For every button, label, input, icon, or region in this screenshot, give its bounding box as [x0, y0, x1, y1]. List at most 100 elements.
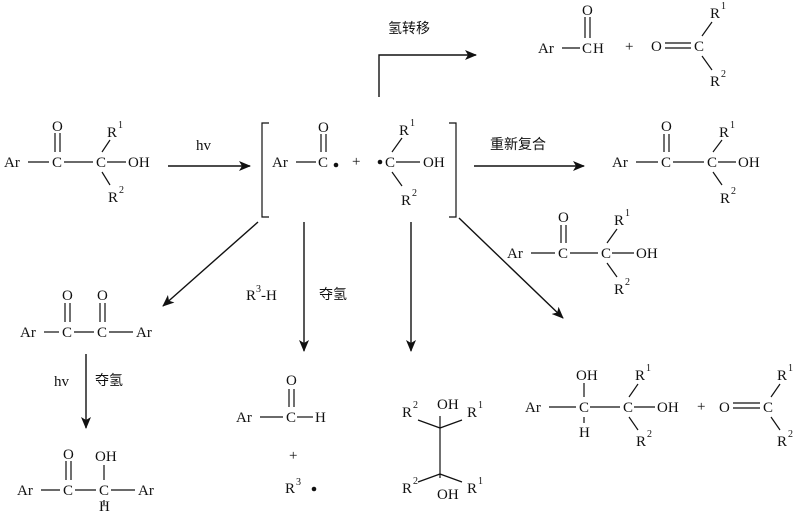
r3-radical: R 3 — [285, 477, 317, 497]
svg-text:R: R — [636, 434, 646, 450]
svg-text:C: C — [99, 483, 109, 499]
svg-text:2: 2 — [721, 69, 726, 80]
svg-text:R: R — [614, 282, 624, 298]
pinacol-product: R 2 OH R 1 R 2 OH R 1 — [402, 397, 483, 503]
svg-text:R: R — [720, 191, 730, 207]
svg-text:R: R — [402, 481, 412, 497]
svg-text:Ar: Ar — [507, 246, 523, 262]
h-abstraction-label: 夺氢 — [319, 287, 347, 303]
svg-text:2: 2 — [625, 277, 630, 288]
addition-arrow — [458, 217, 564, 319]
svg-text:C: C — [623, 400, 633, 416]
svg-text:O: O — [62, 288, 73, 304]
svg-text:1: 1 — [118, 120, 123, 131]
svg-text:C: C — [62, 325, 72, 341]
aldehyde-product-top: Ar C H O — [538, 3, 604, 57]
svg-text:R: R — [467, 481, 477, 497]
radical-dot — [377, 159, 383, 165]
hv-label-2: hv — [54, 374, 70, 390]
svg-text:OH: OH — [437, 487, 459, 503]
ketone-product-bottom: O C R 1 R 2 — [719, 363, 793, 450]
recombination-label: 重新复合 — [490, 136, 546, 153]
svg-text:1: 1 — [478, 476, 483, 487]
svg-text:R: R — [285, 481, 295, 497]
svg-text:Ar: Ar — [4, 155, 20, 171]
svg-text:Ar: Ar — [525, 400, 541, 416]
svg-text:R: R — [777, 368, 787, 384]
svg-text:1: 1 — [478, 400, 483, 411]
svg-text:Ar: Ar — [236, 410, 252, 426]
svg-text:O: O — [582, 3, 593, 19]
svg-text:C: C — [96, 155, 106, 171]
svg-text:R: R — [777, 434, 787, 450]
svg-text:1: 1 — [730, 120, 735, 131]
svg-text:C: C — [661, 155, 671, 171]
svg-text:OH: OH — [128, 155, 150, 171]
svg-text:1: 1 — [721, 1, 726, 12]
right-bracket — [449, 122, 457, 218]
hv-label: hv — [196, 138, 212, 154]
svg-text:Ar: Ar — [272, 155, 288, 171]
radical-dot — [333, 162, 339, 168]
svg-text:OH: OH — [423, 155, 445, 171]
svg-text:H: H — [593, 41, 604, 57]
svg-text:O: O — [286, 373, 297, 389]
svg-text:OH: OH — [576, 368, 598, 384]
svg-text:R: R — [614, 213, 624, 229]
svg-text:C: C — [582, 41, 592, 57]
r3h-label: R3-H — [246, 284, 277, 304]
svg-text:C: C — [558, 246, 568, 262]
plus-sign: + — [289, 448, 297, 464]
svg-text:C: C — [694, 39, 704, 55]
svg-text:C: C — [763, 400, 773, 416]
h-transfer-arrow — [378, 50, 477, 97]
svg-text:+: + — [352, 154, 360, 170]
svg-text:H: H — [99, 499, 110, 514]
svg-text:O: O — [719, 400, 730, 416]
svg-text:O: O — [558, 210, 569, 226]
diol-product: Ar C OH H C OH R 1 R 2 — [525, 363, 679, 450]
svg-text:1: 1 — [410, 118, 415, 129]
svg-text:1: 1 — [788, 363, 793, 374]
svg-text:O: O — [63, 447, 74, 463]
svg-text:Ar: Ar — [138, 483, 154, 499]
svg-text:Ar: Ar — [538, 41, 554, 57]
svg-text:H: H — [315, 410, 326, 426]
svg-text:OH: OH — [657, 400, 679, 416]
svg-text:Ar: Ar — [136, 325, 152, 341]
plus-sign: + — [697, 399, 705, 415]
svg-text:R: R — [107, 125, 117, 141]
svg-text:OH: OH — [95, 449, 117, 465]
svg-text:R: R — [402, 405, 412, 421]
svg-text:Ar: Ar — [20, 325, 36, 341]
svg-text:O: O — [52, 119, 63, 135]
h-abstraction-label-2: 夺氢 — [95, 373, 123, 389]
svg-text:C: C — [579, 400, 589, 416]
svg-text:2: 2 — [413, 476, 418, 487]
svg-text:OH: OH — [437, 397, 459, 413]
hydroxy-ketone-product: Ar C O C OH H Ar — [17, 447, 154, 514]
svg-text:1: 1 — [625, 208, 630, 219]
svg-text:R: R — [710, 74, 720, 90]
svg-text:C: C — [286, 410, 296, 426]
radical-pair: Ar C O + C OH R 1 R 2 — [261, 118, 457, 218]
svg-text:2: 2 — [731, 186, 736, 197]
aldehyde-product-bottom: Ar C O H — [236, 373, 326, 426]
svg-text:R: R — [710, 6, 720, 22]
svg-text:OH: OH — [738, 155, 760, 171]
diketone-product: Ar C O C O Ar — [20, 288, 152, 341]
coupling-left-arrow — [162, 221, 259, 307]
ketone-product-top: O C R 1 R 2 — [651, 1, 726, 90]
recombined-product: Ar C O C OH R 1 R 2 — [612, 119, 760, 207]
svg-text:C: C — [52, 155, 62, 171]
svg-text:2: 2 — [647, 429, 652, 440]
svg-text:C: C — [601, 246, 611, 262]
svg-text:R: R — [635, 368, 645, 384]
svg-text:R: R — [401, 193, 411, 209]
svg-text:Ar: Ar — [612, 155, 628, 171]
svg-text:O: O — [651, 39, 662, 55]
svg-text:2: 2 — [119, 185, 124, 196]
svg-text:2: 2 — [413, 400, 418, 411]
plus-sign: + — [625, 39, 633, 55]
